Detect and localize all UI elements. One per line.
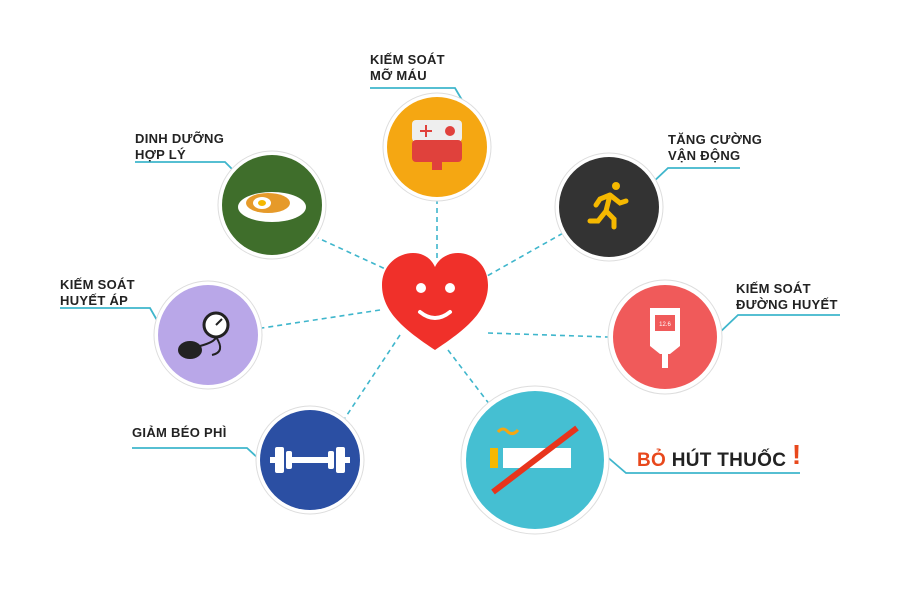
node-lipid-circle: [382, 92, 492, 202]
glucometer-icon: 12.6: [650, 308, 680, 368]
label-bp: KIẾM SOÁT HUYẾT ÁP: [60, 277, 135, 309]
node-glucose-circle: 12.6: [607, 279, 723, 395]
blood-bag-icon: [412, 120, 462, 170]
running-man-icon: [587, 182, 629, 230]
label-line: KIẾM SOÁT: [60, 277, 135, 292]
label-line: KIẾM SOÁT: [370, 52, 445, 67]
label-obesity: GIẢM BÉO PHÌ: [132, 425, 227, 441]
glucometer-reading: 12.6: [659, 322, 671, 328]
label-word-hut-thuoc: HÚT THUỐC: [671, 450, 787, 471]
smiling-heart-icon: [382, 253, 488, 350]
node-diet-circle: [217, 150, 327, 260]
label-line: HUYẾT ÁP: [60, 293, 129, 308]
label-line: VẬN ĐỘNG: [668, 148, 741, 163]
node-exercise-circle: [554, 152, 664, 262]
node-obesity-circle: [255, 405, 365, 515]
dashed-connectors: [261, 200, 609, 419]
label-line: KIẾM SOÁT: [736, 281, 811, 296]
no-smoking-icon: [490, 425, 579, 495]
label-line: GIẢM BÉO PHÌ: [132, 425, 227, 440]
label-exercise: TĂNG CƯỜNG VẬN ĐỘNG: [668, 132, 762, 164]
label-glucose: KIẾM SOÁT ĐƯỜNG HUYẾT: [736, 281, 838, 313]
node-smoking-circle: [460, 385, 610, 535]
label-diet: DINH DƯỠNG HỢP LÝ: [135, 131, 224, 163]
label-smoking: BỎ HÚT THUỐC !: [637, 441, 802, 472]
node-bp-circle: [153, 280, 263, 390]
dumbbell-icon: [270, 447, 350, 473]
exclamation-mark: !: [791, 439, 802, 470]
label-line: TĂNG CƯỜNG: [668, 132, 763, 147]
blood-pressure-gauge-icon: [178, 311, 230, 359]
label-line: HỢP LÝ: [135, 147, 186, 162]
label-word-bo: BỎ: [637, 450, 667, 471]
label-line: MỠ MÁU: [370, 68, 427, 83]
label-line: DINH DƯỠNG: [135, 131, 225, 146]
label-lipid: KIẾM SOÁT MỠ MÁU: [370, 52, 445, 84]
food-plate-icon: [238, 192, 306, 222]
label-line: ĐƯỜNG HUYẾT: [736, 297, 838, 312]
